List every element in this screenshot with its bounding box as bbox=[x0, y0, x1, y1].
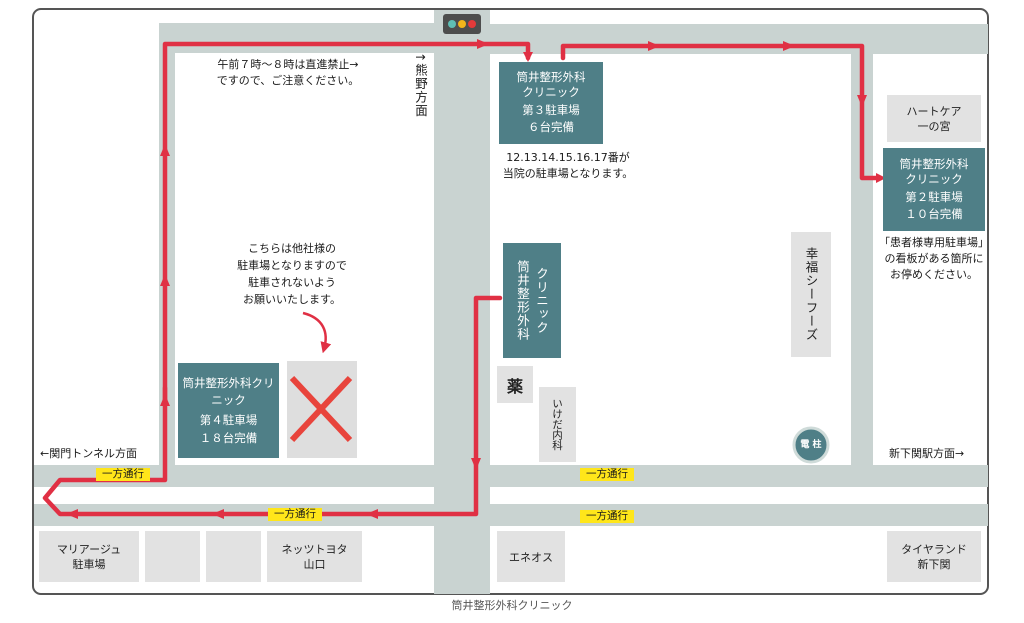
clinic-line2: クリニック bbox=[534, 266, 549, 335]
note-other-company: こちらは他社様の 駐車場となりますので 駐車されないよう お願いいたします。 bbox=[212, 240, 372, 308]
direction-shin-shimonoseki: 新下関駅方面→ bbox=[889, 447, 965, 460]
eneos-label: エネオス bbox=[509, 550, 553, 564]
blank-lot-2 bbox=[206, 531, 261, 582]
lot3-title: 第３駐車場 bbox=[522, 103, 580, 117]
kofuku-label: 幸福シーフーズ bbox=[803, 247, 819, 342]
oneway-label-2: 一方通行 bbox=[580, 468, 634, 481]
netz-toyota: ネッツトヨタ 山口 bbox=[267, 531, 362, 582]
route-arrow-7 bbox=[783, 41, 795, 51]
route-arrow-12 bbox=[212, 509, 224, 519]
route-arrows bbox=[66, 39, 886, 519]
map-caption: 筒井整形外科クリニック bbox=[451, 599, 573, 612]
road-main-vertical bbox=[434, 10, 490, 594]
road-lower bbox=[34, 465, 988, 487]
route-arrow-3 bbox=[160, 394, 170, 406]
note-other-line2: 駐車場となりますので bbox=[237, 259, 347, 272]
heart-care-line1: ハートケア bbox=[906, 104, 962, 118]
note-other-line4: お願いいたします。 bbox=[243, 293, 341, 306]
note-other-line1: こちらは他社様の bbox=[248, 242, 336, 255]
note-lot2-line1: 「患者様専用駐車場」 bbox=[879, 236, 989, 249]
curved-arrow bbox=[302, 311, 332, 354]
route-arrow-6 bbox=[648, 41, 660, 51]
kofuku-seafoods: 幸福シーフーズ bbox=[791, 232, 831, 357]
note-lot3: 12.13.14.15.16.17番が 当院の駐車場となります。 bbox=[478, 150, 658, 182]
lot3-name: 筒井整形外科クリニック bbox=[516, 70, 586, 99]
route-arrow-4 bbox=[477, 39, 489, 49]
route-arrow-10 bbox=[471, 458, 481, 470]
pharmacy: 薬 bbox=[497, 366, 533, 403]
note-lot3-line1: 12.13.14.15.16.17番が bbox=[506, 151, 630, 164]
route-arrow-11 bbox=[366, 509, 378, 519]
ikeda-label: いけだ内科 bbox=[551, 398, 563, 451]
taiyaland-line1: タイヤランド bbox=[901, 542, 967, 556]
lot2-name: 筒井整形外科クリニック bbox=[899, 156, 969, 186]
route-arrow-5 bbox=[523, 52, 533, 62]
netz-line1: ネッツトヨタ bbox=[281, 542, 348, 556]
utility-pole-circle bbox=[792, 426, 830, 464]
mariage-line1: マリアージュ bbox=[56, 542, 122, 556]
note-morning-line2: ですので、ご注意ください。 bbox=[216, 74, 360, 87]
lot2-capacity: １０台完備 bbox=[905, 206, 963, 221]
road-top-left bbox=[160, 23, 435, 53]
oneway-label-1: 一方通行 bbox=[96, 468, 150, 481]
parking-lot-2: 筒井整形外科クリニック 第２駐車場 １０台完備 bbox=[883, 148, 985, 231]
lot4-capacity: １８台完備 bbox=[199, 430, 258, 445]
heart-care-line2: 一の宮 bbox=[917, 119, 951, 133]
lot3-capacity: ６台完備 bbox=[528, 120, 574, 134]
route-arrow-9 bbox=[876, 173, 886, 183]
note-other-line3: 駐車されないよう bbox=[248, 276, 336, 289]
route-right bbox=[560, 43, 883, 181]
cross-mark bbox=[289, 375, 353, 443]
oneway-label-4: 一方通行 bbox=[580, 510, 634, 523]
utility-pole-label: 電 柱 bbox=[800, 440, 822, 450]
note-morning: 午前７時～８時は直進禁止→ ですので、ご注意ください。 bbox=[178, 57, 398, 89]
route-top bbox=[162, 41, 531, 403]
eneos: エネオス bbox=[497, 531, 565, 582]
route-arrow-2 bbox=[160, 274, 170, 286]
route-arrow-8 bbox=[857, 95, 867, 107]
mariage-line2: 駐車場 bbox=[72, 557, 106, 571]
note-lot2: 「患者様専用駐車場」 の看板がある箇所に お停めください。 bbox=[870, 235, 998, 283]
heart-care-ichinomiya: ハートケア 一の宮 bbox=[887, 95, 981, 142]
pharmacy-label: 薬 bbox=[506, 376, 523, 396]
parking-lot-3: 筒井整形外科クリニック 第３駐車場 ６台完備 bbox=[499, 62, 603, 144]
lot4-title: 第４駐車場 bbox=[199, 412, 258, 427]
blank-lot-1 bbox=[145, 531, 200, 582]
road-top-right bbox=[490, 24, 988, 54]
lot4-name: 筒井整形外科クリニック bbox=[182, 375, 275, 407]
road-right-vertical bbox=[851, 45, 873, 465]
note-lot3-line2: 当院の駐車場となります。 bbox=[502, 167, 634, 180]
direction-kumano: ↑熊野方面 bbox=[413, 52, 428, 118]
parking-lot-4: 筒井整形外科クリニック 第４駐車場 １８台完備 bbox=[178, 363, 279, 458]
note-morning-line1: 午前７時～８時は直進禁止→ bbox=[217, 58, 359, 71]
clinic-building: 筒井整形外科 クリニック bbox=[503, 243, 561, 358]
lot2-title: 第２駐車場 bbox=[905, 189, 963, 204]
route-arrow-1 bbox=[160, 144, 170, 156]
note-lot2-line2: の看板がある箇所に bbox=[884, 252, 984, 265]
ikeda-clinic: いけだ内科 bbox=[539, 387, 576, 462]
traffic-light-icon bbox=[443, 14, 481, 34]
direction-kanmon-tunnel: ←関門トンネル方面 bbox=[40, 447, 137, 460]
note-lot2-line3: お停めください。 bbox=[890, 268, 978, 281]
clinic-line1: 筒井整形外科 bbox=[515, 260, 530, 341]
taiyaland: タイヤランド 新下関 bbox=[887, 531, 981, 582]
oneway-label-3: 一方通行 bbox=[268, 508, 322, 521]
mariage-parking: マリアージュ 駐車場 bbox=[39, 531, 139, 582]
netz-line2: 山口 bbox=[303, 557, 326, 571]
taiyaland-line2: 新下関 bbox=[917, 557, 951, 571]
route-arrow-13 bbox=[66, 509, 78, 519]
